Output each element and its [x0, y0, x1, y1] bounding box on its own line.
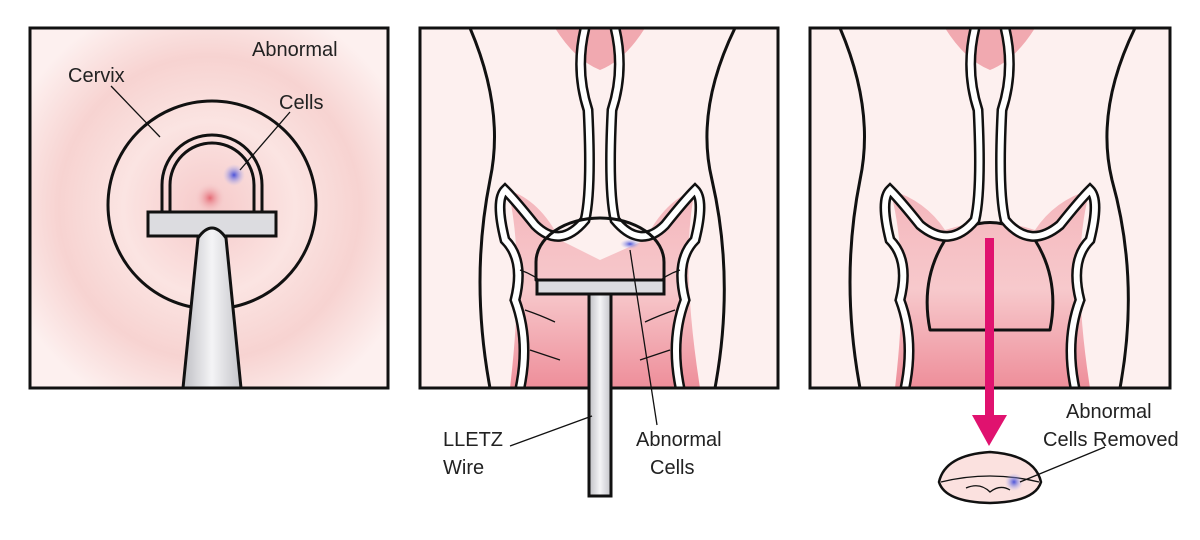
removed-label-1: Abnormal	[1066, 401, 1152, 423]
arrow-down-icon	[972, 238, 1007, 446]
abnormal-cells-label-2: Cells	[650, 457, 694, 479]
panel-lletz-insertion: LLETZ Wire Abnormal Cells	[418, 26, 780, 498]
abnormal-cells-label-1: Abnormal	[636, 429, 722, 451]
panel-cells-removed: Abnormal Cells Removed	[808, 26, 1179, 505]
removed-label-2: Cells Removed	[1043, 429, 1179, 451]
abnormal-cells-spot	[620, 239, 640, 249]
abnormal-cells-spot	[1005, 473, 1023, 491]
cervix-label: Cervix	[68, 65, 125, 87]
abnormal-cells-spot	[223, 164, 245, 186]
panel-cervix-view: Cervix Abnormal Cells	[28, 26, 390, 390]
abnormal-cells-label-1: Abnormal	[252, 39, 338, 61]
removed-tissue-sample	[937, 450, 1043, 505]
cervical-os	[194, 182, 226, 214]
lletz-wire-label-1: LLETZ	[443, 429, 503, 451]
lletz-wire-label-2: Wire	[443, 457, 484, 479]
lletz-wire-handle	[587, 292, 613, 498]
lletz-loop-bar	[535, 278, 666, 296]
lletz-handle	[181, 226, 243, 390]
abnormal-cells-label-2: Cells	[279, 92, 323, 114]
